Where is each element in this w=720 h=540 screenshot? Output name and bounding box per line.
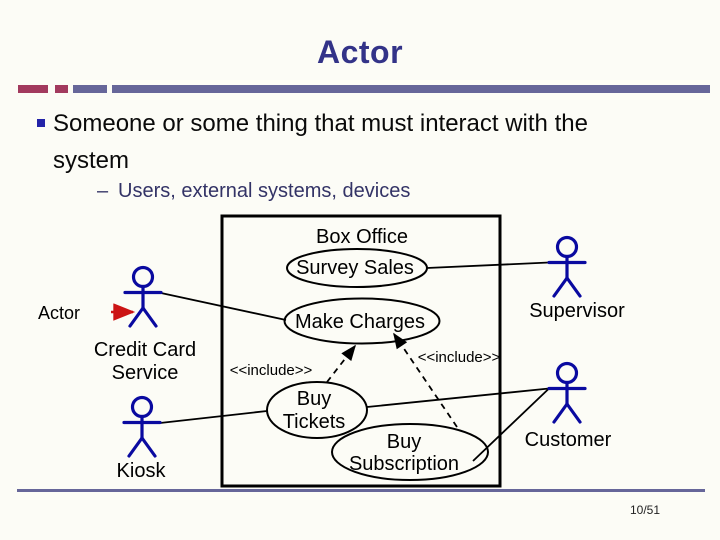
sub-bullet-dash: –: [97, 180, 109, 202]
association-line-kiosk-buytickets: [159, 410, 268, 424]
actor-label-customer: Customer: [525, 429, 612, 451]
bullet-text: Someone or some thing that must interact…: [53, 110, 588, 174]
include-label-right: <<include>>: [418, 349, 501, 366]
system-boundary-label: Box Office: [316, 226, 408, 248]
accent-bar-purple-2: [112, 85, 710, 93]
actor-label-supervisor: Supervisor: [529, 300, 625, 322]
accent-bar-purple-1: [73, 85, 107, 93]
sub-bullet-text: Users, external systems, devices: [118, 180, 411, 202]
stick-figure-kiosk-icon: [122, 395, 162, 458]
include-label-left: <<include>>: [230, 362, 313, 379]
use-case-label-make-charges: Make Charges: [295, 311, 425, 333]
system-boundary-box: [220, 214, 502, 488]
accent-bar-crimson-2: [55, 85, 68, 93]
accent-bar-crimson-1: [18, 85, 48, 93]
use-case-label-buy-subscription-2: Subscription: [349, 453, 459, 475]
actor-label-kiosk: Kiosk: [117, 460, 167, 482]
slide-page-number: 10/51: [630, 503, 661, 517]
bullet-square-icon: [37, 119, 45, 127]
include-arrow-buysubscription-makecharges: [393, 332, 458, 428]
use-case-label-buy-subscription-1: Buy: [387, 431, 421, 453]
use-case-ellipse-buy-subscription: [331, 423, 489, 481]
page-title: Actor: [316, 34, 404, 70]
use-case-label-buy-tickets-2: Tickets: [283, 411, 346, 433]
stick-figure-supervisor-icon: [547, 235, 587, 298]
association-line-customer-buysubscription: [472, 387, 550, 462]
include-arrow-buytickets-makecharges: [326, 344, 356, 383]
actor-label-credit-card-service-2: Service: [112, 362, 179, 384]
stick-figure-credit-card-service-icon: [123, 265, 163, 328]
footer-divider-line: [17, 489, 705, 492]
use-case-ellipse-make-charges: [283, 297, 441, 345]
use-case-label-buy-tickets-1: Buy: [297, 388, 331, 410]
use-case-ellipse-buy-tickets: [266, 381, 368, 439]
actor-label-credit-card-service-1: Credit Card: [94, 339, 196, 361]
association-line-customer-buytickets: [366, 387, 550, 408]
association-line-creditcard-makecharges: [160, 292, 287, 321]
use-case-label-survey-sales: Survey Sales: [296, 257, 414, 279]
association-line-supervisor-surveysales: [426, 261, 550, 269]
actor-pointer-label: Actor: [38, 303, 80, 323]
stick-figure-customer-icon: [547, 361, 587, 424]
